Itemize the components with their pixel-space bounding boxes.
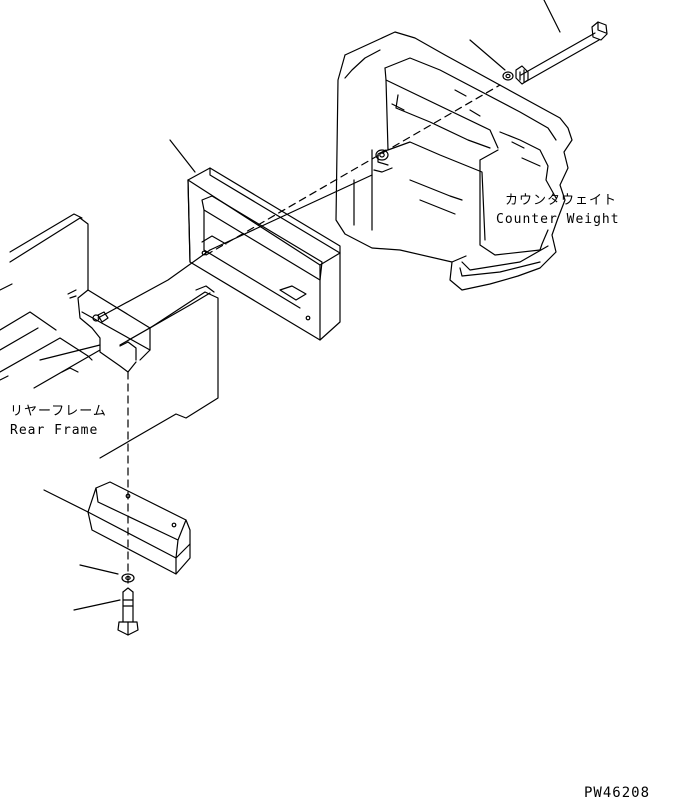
leader-lines (43, 0, 561, 611)
rear-frame-label-japanese: リヤーフレーム (10, 404, 107, 419)
assembly-guide-lines (97, 84, 501, 586)
counterweight-washer (502, 71, 514, 81)
counterweight-label-japanese: カウンタウェイト (505, 193, 618, 208)
rear-frame (0, 213, 219, 459)
spacer-plate (187, 167, 341, 341)
counterweight-bolt (515, 21, 608, 85)
rear-frame-label-english: Rear Frame (10, 423, 99, 438)
drawing-code: PW46208 (584, 785, 651, 801)
lower-weight-block (87, 481, 191, 575)
counterweight (335, 31, 573, 291)
lower-bolt (117, 587, 139, 636)
counterweight-label-english: Counter Weight (496, 212, 620, 227)
